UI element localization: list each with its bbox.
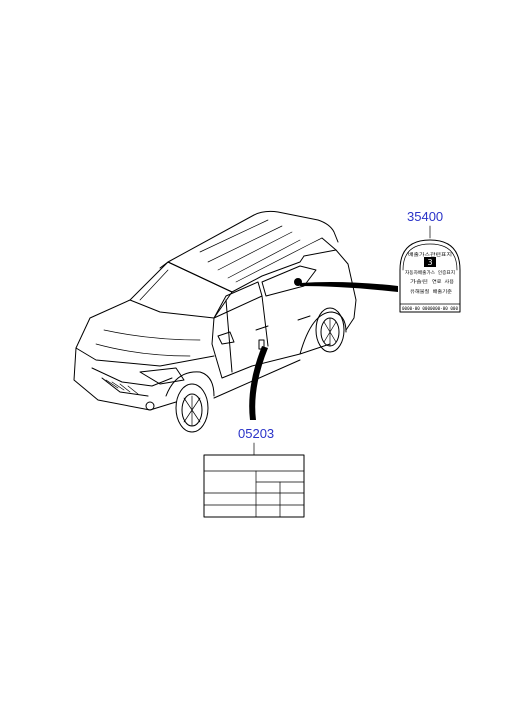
label-badge-digit: 3 (427, 258, 432, 267)
upper-label-group: 35400 배출가스관련표지 3 자동차배출가스 인증표지 가솔린 연료 사용 … (399, 209, 461, 313)
lower-label-group: 05203 (203, 426, 305, 518)
emission-label (399, 239, 461, 313)
label-line-1: 자동차배출가스 인증표지 (405, 269, 455, 276)
label-line-2: 가솔린 (410, 278, 428, 285)
label-line-4: 유해물질 배출기준 (410, 288, 452, 295)
vehicle-illustration (73, 210, 357, 433)
leader-line-upper (300, 282, 398, 292)
label-title: 배출가스관련표지 (408, 251, 452, 258)
part-number-05203: 05203 (238, 426, 274, 441)
label-badge (424, 257, 436, 267)
tire-pressure-label (203, 454, 305, 518)
label-line-5: 0000-00 0000000-00 000 (402, 306, 458, 312)
leader-line-lower (249, 346, 268, 420)
label-line-3: 연료 사용 (432, 278, 454, 285)
part-number-35400: 35400 (407, 209, 443, 224)
